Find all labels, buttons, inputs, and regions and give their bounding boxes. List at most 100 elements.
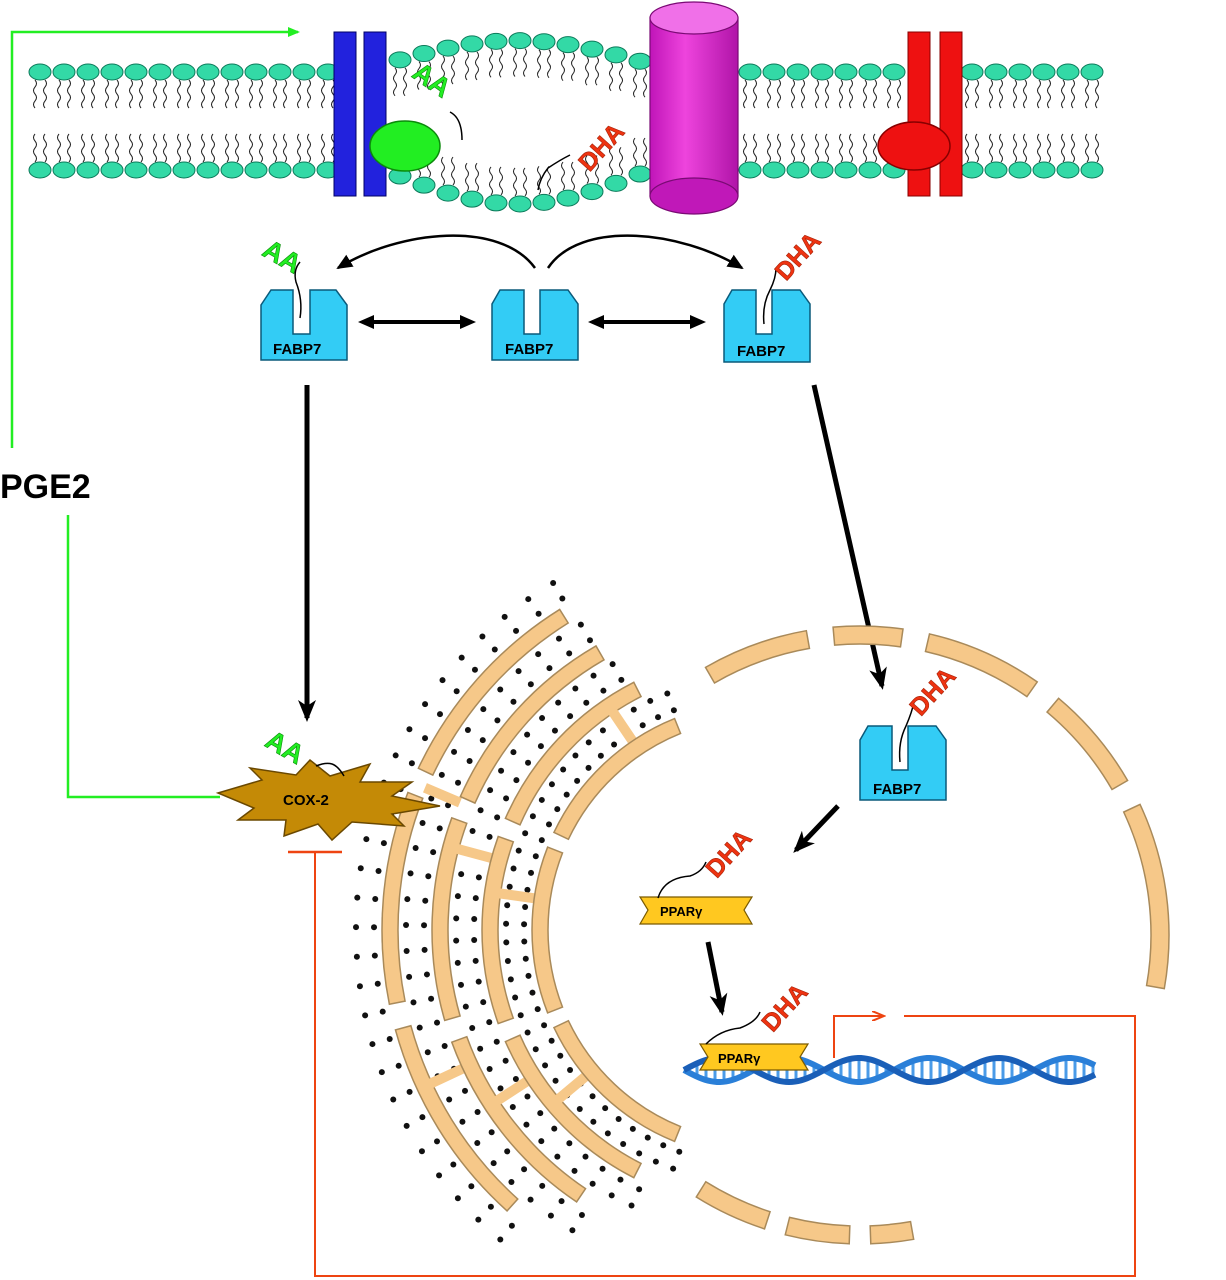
ribosome-dot: [418, 1148, 425, 1155]
ribosome-dot: [486, 833, 493, 840]
ribosome-dot: [538, 796, 545, 803]
ribosome-dot: [408, 760, 415, 767]
ribosome-dot: [421, 922, 428, 929]
ribosome-dot: [471, 916, 478, 923]
lipid-head: [786, 63, 810, 81]
ribosome-dot: [532, 853, 539, 860]
fabp7-label-3: FABP7: [737, 343, 785, 360]
nuclear-envelope-segment: [784, 1216, 851, 1245]
ribosome-dot: [353, 953, 360, 960]
ribosome-dot: [538, 837, 545, 844]
ribosome-dot: [567, 1067, 574, 1074]
ribosome-dot: [354, 894, 361, 901]
lipid-head: [738, 63, 762, 81]
ribosome-dot: [513, 777, 520, 784]
ribosome-dot: [479, 633, 486, 640]
ribosome-dot: [537, 1110, 544, 1117]
ribosome-dot: [517, 1012, 524, 1019]
ppar1-label: PPARγ: [660, 904, 703, 919]
ribosome-dot: [375, 867, 382, 874]
lipid-head: [1080, 63, 1104, 81]
ribosome-dot: [430, 849, 437, 856]
ribosome-dot: [491, 646, 498, 653]
ribosome-dot: [371, 924, 378, 931]
fabp7-nuclear: DHA FABP7: [859, 662, 962, 801]
ribosome-dot: [441, 1043, 448, 1050]
er-cisterna: [552, 717, 682, 841]
ribosome-dot: [462, 1003, 469, 1010]
ribosome-dot: [528, 869, 535, 876]
ribosome-dot: [527, 681, 534, 688]
ribosome-dot: [534, 1006, 541, 1013]
ribosome-dot: [471, 666, 478, 673]
nucleus-envelope: [695, 625, 1170, 1245]
ribosome-dot: [434, 1019, 441, 1026]
ribosome-dot: [362, 1012, 369, 1019]
ribosome-dot: [574, 777, 581, 784]
ribosome-dot: [652, 1158, 659, 1165]
ppar2-dha-label: DHA: [756, 978, 813, 1037]
lipid-head: [76, 161, 100, 179]
ribosome-dot: [554, 806, 561, 813]
fabp7-dha-bound: DHA FABP7: [723, 227, 827, 363]
ribosome-dot: [525, 596, 532, 603]
ribosome-dot: [522, 903, 529, 910]
ribosome-dot: [532, 1046, 539, 1053]
membrane-dha-label: DHA: [573, 118, 630, 177]
lipid-head: [604, 174, 628, 192]
ribosome-dot: [583, 699, 590, 706]
ribosome-dot: [644, 1134, 651, 1141]
ribosome-dot: [523, 1121, 530, 1128]
ribosome-dot: [356, 983, 363, 990]
ribosome-dot: [446, 1096, 453, 1103]
er-cisterna: [504, 1034, 643, 1179]
ribosome-dot: [582, 1153, 589, 1160]
er-connector: [493, 1076, 532, 1106]
lipid-head: [220, 161, 244, 179]
ribosome-dot: [504, 902, 511, 909]
ribosome-dot: [554, 1153, 561, 1160]
lipid-head: [196, 63, 220, 81]
cox2-label: COX-2: [283, 792, 329, 809]
red-enzyme-icon: [877, 121, 951, 171]
ribosome-dot: [512, 994, 519, 1001]
ribosome-dot: [515, 847, 522, 854]
ribosome-dot: [569, 1227, 576, 1234]
cox2-aa-label: AA: [260, 725, 309, 770]
inhibition-loop: [288, 850, 1136, 1277]
ribosome-dot: [423, 971, 430, 978]
ribosome-dot: [474, 1140, 481, 1147]
ribosome-dot: [403, 1122, 410, 1129]
ribosome-dot: [522, 830, 529, 837]
ribosome-dot: [434, 1138, 441, 1145]
lipid-head: [858, 63, 882, 81]
ribosome-dot: [670, 707, 677, 714]
ribosome-dot: [509, 1103, 516, 1110]
er-cisterna: [381, 791, 424, 1006]
ribosome-dot: [560, 766, 567, 773]
lipid-head: [834, 161, 858, 179]
er-connector: [455, 843, 495, 864]
ribosome-dot: [615, 1115, 622, 1122]
ribosome-dot: [475, 1216, 482, 1223]
er-cisterna: [450, 1035, 587, 1203]
lipid-head: [1008, 161, 1032, 179]
ribosome-dot: [617, 1176, 624, 1183]
lipid-head: [292, 63, 316, 81]
ribosome-dot: [578, 1211, 585, 1218]
lipid-head: [28, 63, 52, 81]
lipid-head: [196, 161, 220, 179]
lipid-head: [412, 176, 436, 194]
endoplasmic-reticulum: [353, 579, 683, 1243]
lipid-head: [580, 183, 604, 201]
ribosome-dot: [459, 1118, 466, 1125]
ribosome-dot: [599, 727, 606, 734]
ribosome-dot: [445, 802, 452, 809]
ribosome-dot: [469, 828, 476, 835]
ribosome-dot: [555, 635, 562, 642]
lipid-head: [882, 63, 906, 81]
ribosome-dot: [502, 1057, 509, 1064]
er-connector: [497, 888, 537, 904]
ribosome-dot: [577, 621, 584, 628]
ribosome-dot: [550, 579, 557, 586]
